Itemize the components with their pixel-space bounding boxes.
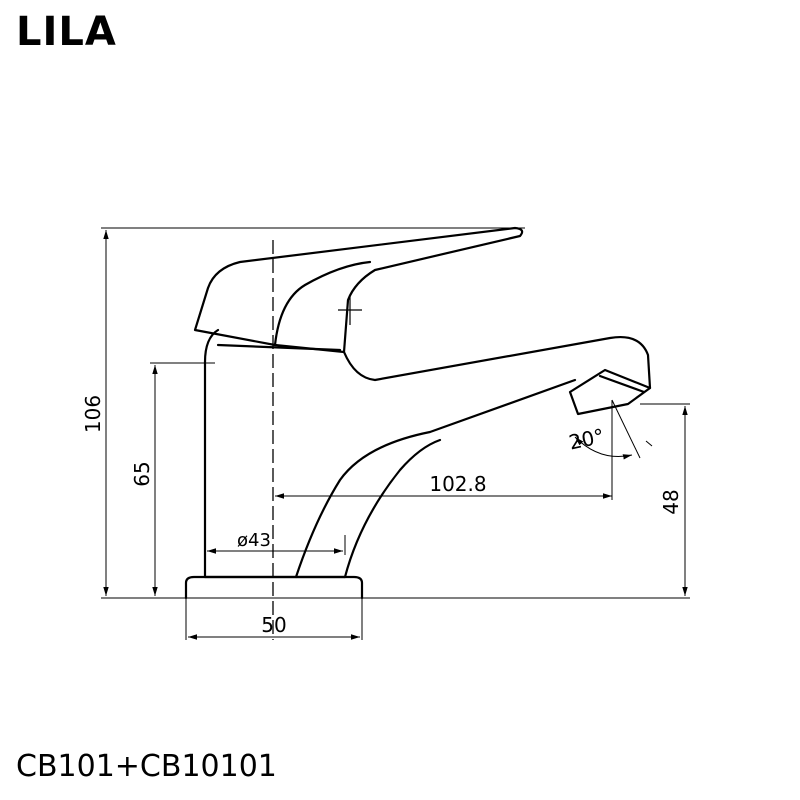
spout-top-edge — [342, 336, 652, 390]
body-left-edge — [203, 328, 220, 579]
extension-lines — [101, 227, 690, 640]
spout-inner-curve — [343, 438, 442, 579]
lever-handle — [193, 226, 524, 354]
product-title: LILA — [16, 9, 117, 55]
faucet-outline — [184, 226, 652, 600]
faucet-base — [184, 575, 364, 600]
spout-angle-tick — [645, 440, 653, 447]
aerator-detail — [598, 374, 646, 394]
total-height-label: 106 — [81, 395, 105, 433]
handle-cross-mark — [338, 295, 362, 325]
body-diameter-label: ø43 — [237, 530, 271, 551]
spout-angle-label: 20° — [567, 424, 607, 455]
spout-angle-arc — [574, 436, 633, 460]
product-code: CB101+CB10101 — [16, 749, 277, 784]
base-width-label: 50 — [261, 613, 286, 637]
spout-reach-label: 102.8 — [429, 472, 486, 496]
spout-angle-ray — [611, 399, 641, 459]
spout-bottom-edge — [294, 378, 577, 579]
dimension-lines — [103, 230, 688, 640]
spout-height-label: 48 — [659, 489, 683, 514]
body-height-label: 65 — [130, 461, 154, 486]
aerator — [568, 368, 652, 416]
lever-inner-curve — [273, 260, 372, 347]
